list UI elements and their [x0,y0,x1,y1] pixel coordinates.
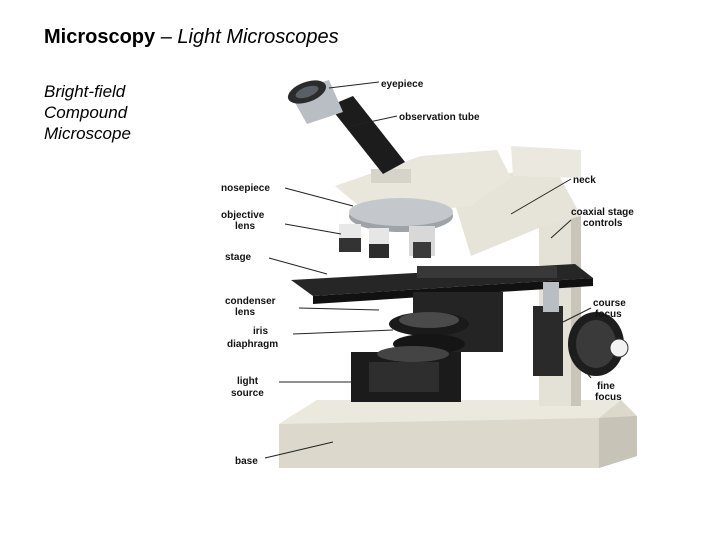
label-fine-1: fine [597,381,615,392]
label-light-1: light [237,376,259,387]
subtitle-line-2: Compound [44,103,128,122]
slide-subtitle: Bright-field Compound Microscope [44,81,131,144]
label-light-2: source [231,388,264,399]
label-stage: stage [225,252,252,263]
label-objective-lens-2: lens [235,221,255,232]
microscope-figure: eyepiece observation tube nosepiece neck… [221,66,666,486]
light-source [351,346,461,402]
label-neck: neck [573,175,596,186]
microscope-stage [291,264,593,304]
label-iris-2: diaphragm [227,339,278,350]
label-condenser-2: lens [235,307,255,318]
label-coaxial-2: controls [583,218,623,229]
subtitle-line-3: Microscope [44,124,131,143]
title-sub: Light Microscopes [177,26,339,48]
condenser [389,292,503,354]
label-course-2: focus [595,309,622,320]
label-course-1: course [593,298,626,309]
label-objective-lens-1: objective [221,210,265,221]
microscope-diagram: eyepiece observation tube nosepiece neck… [221,79,637,468]
title-main: Microscopy [44,26,156,48]
title-separator: – [155,26,178,48]
label-condenser-1: condenser [225,296,276,307]
nosepiece [339,198,453,258]
label-base: base [235,456,258,467]
microscope-base [279,400,637,468]
focus-knobs [533,282,629,376]
label-eyepiece: eyepiece [381,79,424,90]
label-fine-2: focus [595,392,622,403]
slide-title: Microscopy – Light Microscopes [44,26,339,49]
label-nosepiece: nosepiece [221,183,270,194]
label-observation-tube: observation tube [399,112,480,123]
label-coaxial-1: coaxial stage [571,207,634,218]
label-iris-1: iris [253,326,268,337]
subtitle-line-1: Bright-field [44,82,126,101]
eyepiece-tube [287,80,405,174]
